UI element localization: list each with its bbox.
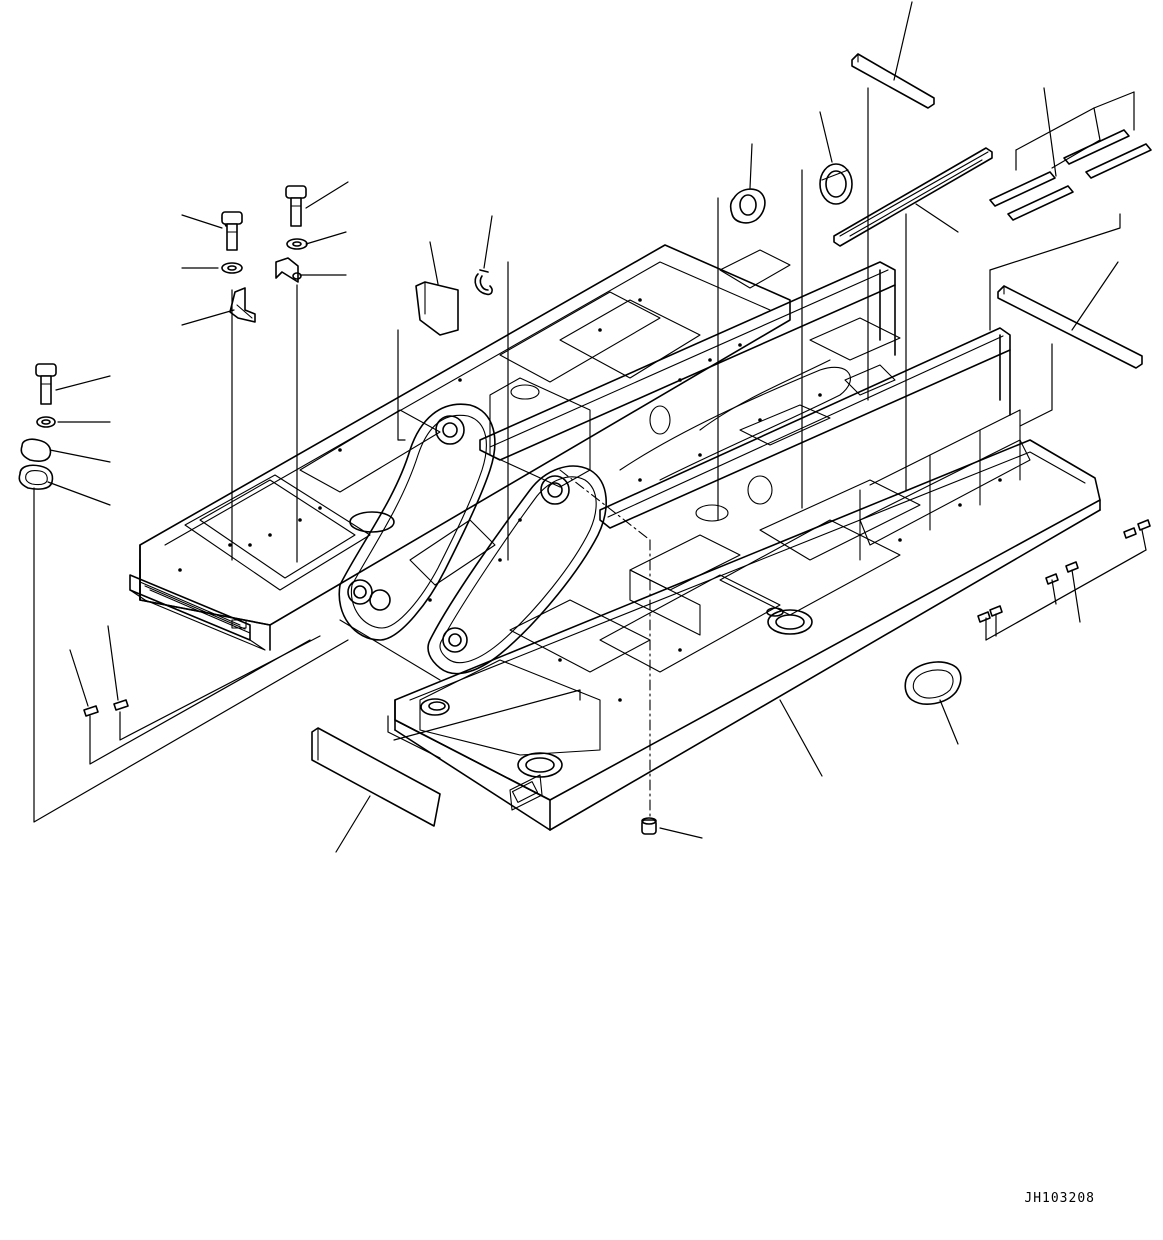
left-step [129, 574, 266, 651]
rubber-seal [311, 727, 441, 827]
cap [641, 817, 657, 835]
long-strip [833, 147, 993, 247]
bolt-2 [285, 185, 307, 227]
drawing-code: JH103208 [1024, 1191, 1095, 1206]
bolt-3 [35, 363, 57, 405]
tabs-upper [989, 129, 1152, 221]
clips-right [977, 519, 1151, 623]
plate-2 [18, 464, 54, 490]
plate-1 [20, 438, 52, 462]
bolt-1 [221, 211, 243, 251]
long-bar [997, 285, 1143, 369]
cover-plate [415, 281, 459, 336]
bracket-1 [229, 287, 256, 323]
clip [474, 269, 493, 296]
right-deck [394, 409, 1101, 831]
washer-2 [286, 238, 308, 250]
washer-3 [36, 416, 56, 428]
grommet-3 [904, 661, 962, 705]
center-floor [479, 261, 1011, 529]
boom-bracket [338, 403, 607, 681]
washer-1 [221, 262, 243, 274]
grommet-2 [729, 188, 766, 224]
bracket-2 [275, 257, 302, 283]
leader-lines [33, 1, 1147, 853]
clips-left [83, 699, 129, 717]
left-deck [139, 244, 791, 651]
frame-holes [178, 298, 1002, 702]
grommet-1 [819, 163, 853, 205]
strip-1 [851, 53, 935, 109]
